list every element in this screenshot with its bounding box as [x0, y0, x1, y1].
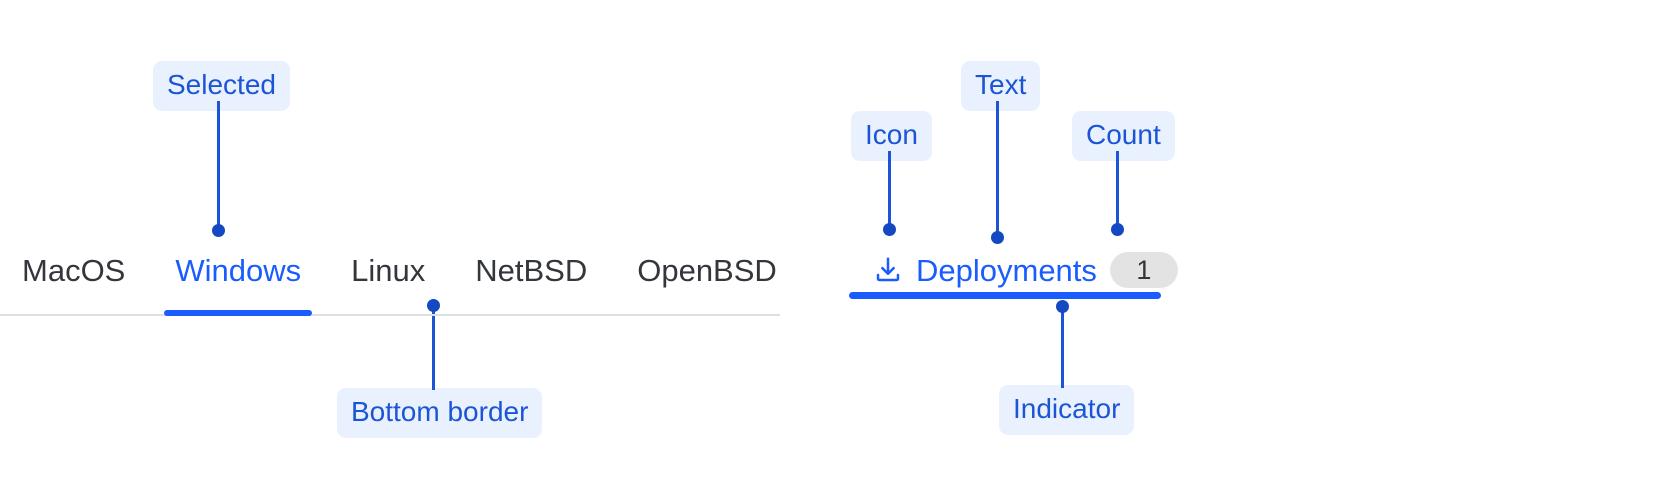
- tab-label: Linux: [351, 253, 426, 288]
- tab-bottom-border: [164, 310, 313, 316]
- tab-label: Windows: [175, 253, 302, 288]
- annotation-label-count: Count: [1072, 111, 1175, 161]
- annotation-leader-text: [996, 101, 999, 238]
- tab-strip-divider: [0, 314, 780, 316]
- annotation-leader-indicator: [1061, 306, 1064, 388]
- annotation-leader-bottom-border: [432, 306, 435, 390]
- tab-macos[interactable]: MacOS: [22, 246, 150, 316]
- download-icon: [873, 255, 903, 285]
- tab-label: OpenBSD: [637, 253, 777, 288]
- annotation-dot-bottom-border: [427, 299, 440, 312]
- annotation-leader-selected: [217, 101, 220, 229]
- tab-windows[interactable]: Windows: [150, 246, 326, 316]
- annotation-label-selected: Selected: [153, 61, 290, 111]
- deployments-count-badge: 1: [1109, 252, 1178, 288]
- tab-strip: MacOS Windows Linux NetBSD OpenBSD: [0, 246, 780, 320]
- tab-linux[interactable]: Linux: [326, 246, 450, 316]
- annotation-leader-count: [1116, 151, 1119, 228]
- tab-netbsd[interactable]: NetBSD: [450, 246, 612, 316]
- annotation-label-icon: Icon: [851, 111, 932, 161]
- annotation-dot-indicator: [1056, 300, 1069, 313]
- deployments-tab-content: Deployments 1: [873, 246, 1178, 294]
- annotation-label-bottom-border: Bottom border: [337, 388, 543, 438]
- deployments-tab-label: Deployments: [916, 252, 1097, 288]
- tab-label: MacOS: [22, 253, 126, 288]
- annotation-dot-selected: [212, 224, 225, 237]
- annotation-dot-count: [1111, 223, 1124, 236]
- annotation-label-indicator: Indicator: [999, 385, 1135, 435]
- annotation-dot-icon: [883, 223, 896, 236]
- tab-label: NetBSD: [475, 253, 588, 288]
- annotation-label-text: Text: [961, 61, 1041, 111]
- deployments-tab-indicator: [849, 292, 1161, 299]
- annotation-leader-icon: [888, 151, 891, 228]
- deployments-tab[interactable]: Deployments 1: [849, 246, 1178, 300]
- tab-list: MacOS Windows Linux NetBSD OpenBSD: [22, 246, 802, 316]
- tab-openbsd[interactable]: OpenBSD: [612, 246, 802, 316]
- annotation-dot-text: [991, 231, 1004, 244]
